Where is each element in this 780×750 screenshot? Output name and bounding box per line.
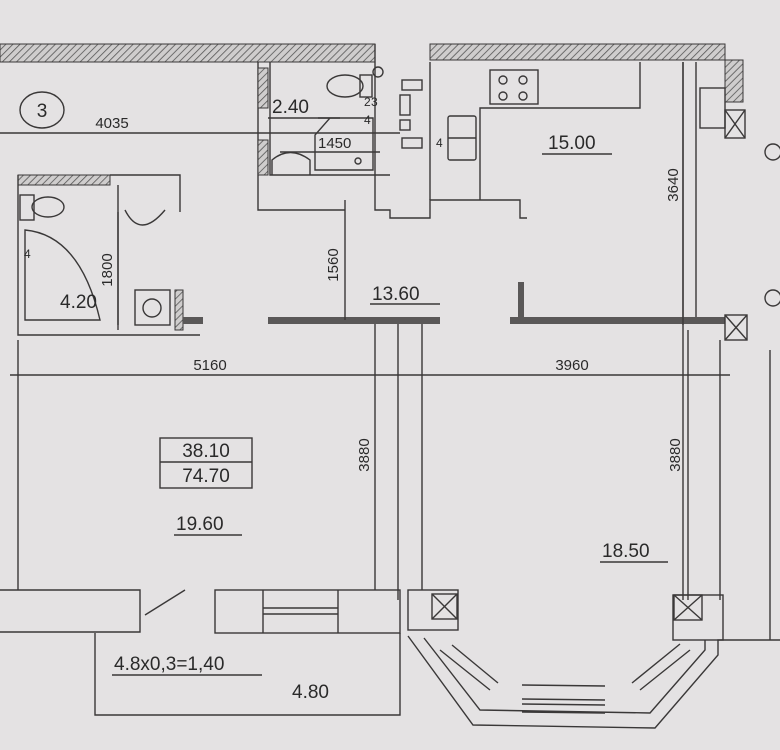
room-area-living-room: 19.60: [176, 514, 224, 535]
total-living-area: 38.10: [182, 441, 230, 462]
apartment-number: 3: [37, 101, 48, 122]
dim-bath-height: 1800: [99, 253, 116, 286]
total-area: 74.70: [182, 466, 230, 487]
dim-living-width: 5160: [193, 357, 226, 374]
dim-living-height: 3880: [356, 438, 373, 471]
riser-mark: 4: [436, 136, 443, 150]
dim-bedroom-width: 3960: [555, 357, 588, 374]
exterior-wall-top-right: [429, 43, 726, 61]
exterior-wall-top-left: [0, 43, 376, 63]
dim-bedroom-height: 3880: [667, 438, 684, 471]
riser-mark: 4: [364, 113, 371, 127]
riser-mark: 4: [24, 247, 31, 261]
plan-lines: [0, 44, 780, 729]
room-area-balcony: 4.80: [292, 682, 329, 703]
room-area-kitchen: 15.00: [548, 133, 596, 154]
room-area-hall: 13.60: [372, 284, 420, 305]
room-area-bathroom-large: 4.20: [60, 292, 97, 313]
balcony-formula: 4.8x0,3=1,40: [114, 654, 224, 675]
exterior-wall-right-top: [724, 59, 744, 103]
dim-bath-tub: 1450: [318, 135, 351, 152]
dim-kitchen-height: 3640: [665, 168, 682, 201]
riser-mark: 2: [364, 95, 371, 109]
dim-top-width: 4035: [95, 115, 128, 132]
dim-hall-depth: 1560: [325, 248, 342, 281]
room-area-bedroom: 18.50: [602, 541, 650, 562]
riser-mark: 3: [371, 95, 378, 109]
room-area-bathroom-small: 2.40: [272, 97, 309, 118]
